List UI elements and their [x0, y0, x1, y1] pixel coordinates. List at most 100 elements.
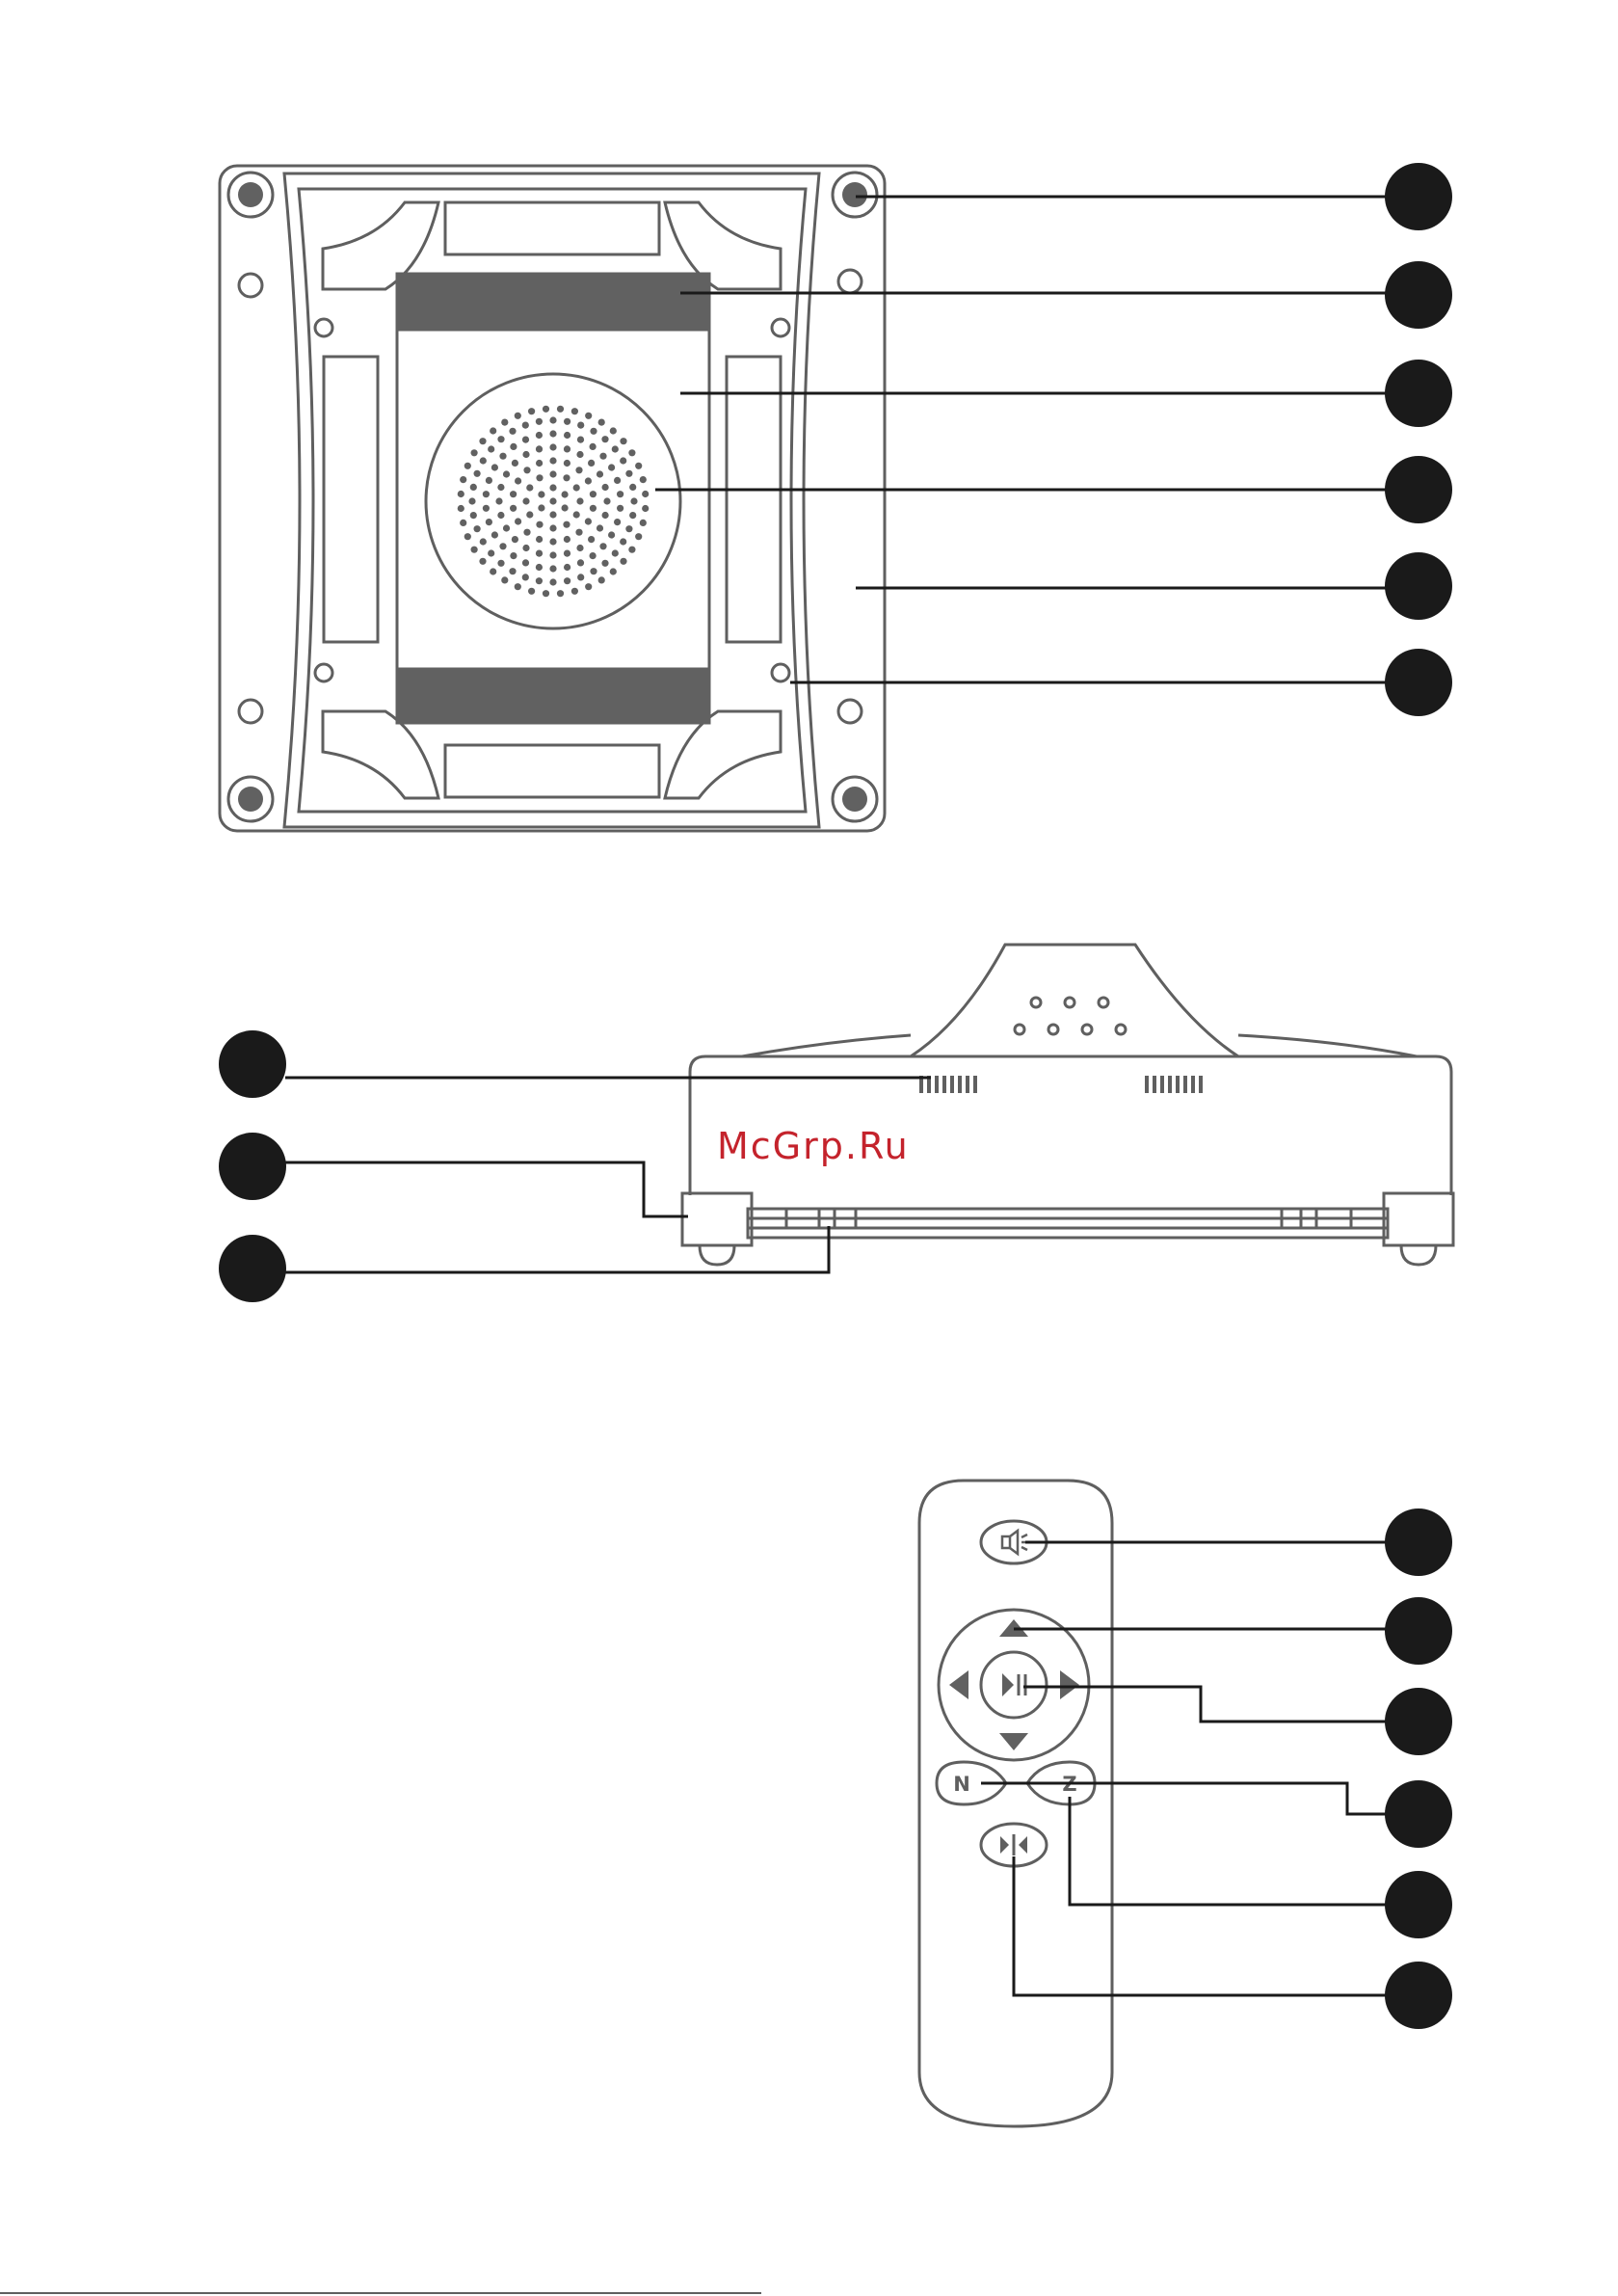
suction-hole — [625, 525, 632, 532]
suction-hole — [614, 519, 621, 525]
suction-hole — [488, 549, 494, 556]
suction-hole — [503, 470, 510, 477]
side-grille-right — [1147, 1076, 1201, 1093]
suction-hole — [490, 568, 496, 574]
suction-hole — [499, 453, 506, 460]
suction-hole — [522, 437, 529, 443]
suction-hole — [630, 497, 637, 504]
callout-marker — [1385, 1871, 1452, 1938]
suction-hole — [625, 470, 632, 477]
suction-hole — [536, 474, 543, 481]
suction-hole — [486, 477, 492, 484]
suction-hole — [515, 583, 521, 590]
suction-hole — [617, 505, 623, 512]
suction-hole — [576, 497, 583, 504]
suction-hole — [585, 477, 592, 484]
suction-hole — [510, 552, 517, 559]
suction-hole — [576, 451, 583, 458]
suction-hole — [598, 576, 605, 583]
suction-hole — [501, 576, 508, 583]
suction-hole — [522, 545, 529, 551]
suction-hole — [497, 560, 504, 567]
suction-hole — [599, 453, 606, 460]
suction-hole — [590, 443, 597, 450]
suction-hole — [614, 477, 621, 484]
suction-hole — [491, 464, 498, 470]
suction-hole — [603, 497, 610, 504]
callout-marker — [219, 1235, 286, 1302]
suction-hole — [497, 512, 504, 519]
suction-hole — [522, 422, 529, 429]
suction-hole — [470, 484, 477, 491]
callout-marker — [1385, 1508, 1452, 1576]
callout-marker — [1385, 261, 1452, 329]
suction-hole — [549, 484, 556, 491]
suction-hole — [536, 418, 543, 425]
suction-hole — [610, 568, 617, 574]
suction-hole — [510, 443, 517, 450]
suction-holes — [458, 406, 650, 598]
suction-hole — [597, 470, 603, 477]
mute-icon — [1002, 1531, 1028, 1554]
watermark-text: McGrp.Ru — [717, 1125, 910, 1167]
down-arrow-button[interactable] — [999, 1733, 1028, 1750]
side-base-rail — [748, 1209, 1388, 1238]
suction-hole — [577, 437, 584, 443]
left-arrow-button[interactable] — [949, 1670, 968, 1699]
suction-hole — [564, 432, 570, 439]
suction-hole — [577, 422, 584, 429]
suction-hole — [602, 512, 609, 519]
suction-hole — [564, 418, 570, 425]
suction-hole — [536, 550, 543, 557]
suction-hole — [474, 470, 481, 477]
suction-hole — [590, 552, 597, 559]
suction-hole — [577, 574, 584, 580]
suction-hole — [515, 413, 521, 419]
suction-hole — [564, 550, 570, 557]
suction-hole — [480, 457, 487, 464]
suction-hole — [612, 445, 619, 452]
suction-hole — [549, 457, 556, 464]
suction-hole — [629, 484, 636, 491]
suction-hole — [512, 460, 518, 467]
suction-hole — [460, 520, 466, 526]
suction-hole — [557, 590, 564, 597]
suction-hole — [585, 518, 592, 524]
suction-hole — [509, 568, 516, 574]
side-foot-right — [1384, 1193, 1453, 1245]
suction-hole — [510, 505, 517, 512]
suction-hole — [523, 529, 530, 536]
suction-hole — [564, 460, 570, 467]
suction-hole — [620, 457, 626, 464]
suction-hole — [479, 558, 486, 565]
suction-hole — [523, 467, 530, 473]
side-shoulder — [742, 1035, 1417, 1056]
suction-hole — [536, 445, 543, 452]
suction-hole — [501, 419, 508, 426]
suction-hole — [486, 519, 492, 525]
suction-hole — [483, 491, 490, 497]
left-rail — [324, 357, 378, 642]
suction-hole — [460, 476, 466, 483]
suction-hole — [575, 467, 582, 473]
suction-hole — [497, 484, 504, 491]
suction-hole — [491, 531, 498, 538]
remote-callouts — [981, 1508, 1452, 2029]
suction-hole — [549, 416, 556, 423]
callout-marker — [1385, 552, 1452, 620]
right-arrow-button[interactable] — [1060, 1670, 1079, 1699]
robot-bottom-view — [220, 166, 885, 831]
suction-hole — [488, 445, 494, 452]
side-vent-holes — [1015, 998, 1126, 1034]
suction-hole — [549, 470, 556, 477]
suction-hole — [536, 460, 543, 467]
suction-hole — [590, 505, 597, 512]
callout-marker — [1385, 456, 1452, 523]
suction-hole — [590, 428, 597, 435]
suction-hole — [522, 559, 529, 566]
suction-hole — [562, 504, 569, 511]
suction-hole — [522, 451, 529, 458]
suction-hole — [538, 504, 544, 511]
suction-hole — [549, 511, 556, 518]
